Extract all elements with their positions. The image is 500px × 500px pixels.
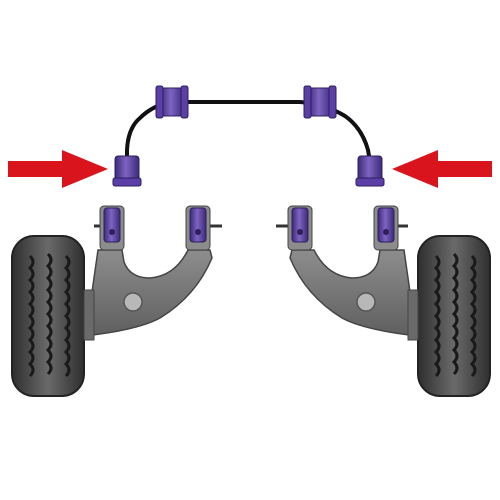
bar-bush-left: [155, 85, 189, 119]
left-wishbone: [83, 249, 213, 341]
droplink-bush-left: [112, 155, 142, 187]
left-wheel: [11, 235, 85, 397]
wishbone-bush-right-inner: [276, 205, 313, 251]
right-wheel: [417, 235, 491, 397]
arrow-right-icon: [8, 150, 108, 188]
wishbone-bush-left-inner: [94, 205, 125, 251]
droplink-bush-right: [355, 155, 385, 187]
anti-roll-bar: [125, 100, 372, 164]
bar-bush-right: [303, 85, 337, 119]
wishbone-bush-left-outer: [185, 205, 222, 251]
arrow-left-icon: [392, 150, 492, 188]
right-wishbone: [289, 249, 419, 341]
wishbone-bush-right-outer: [373, 205, 408, 251]
